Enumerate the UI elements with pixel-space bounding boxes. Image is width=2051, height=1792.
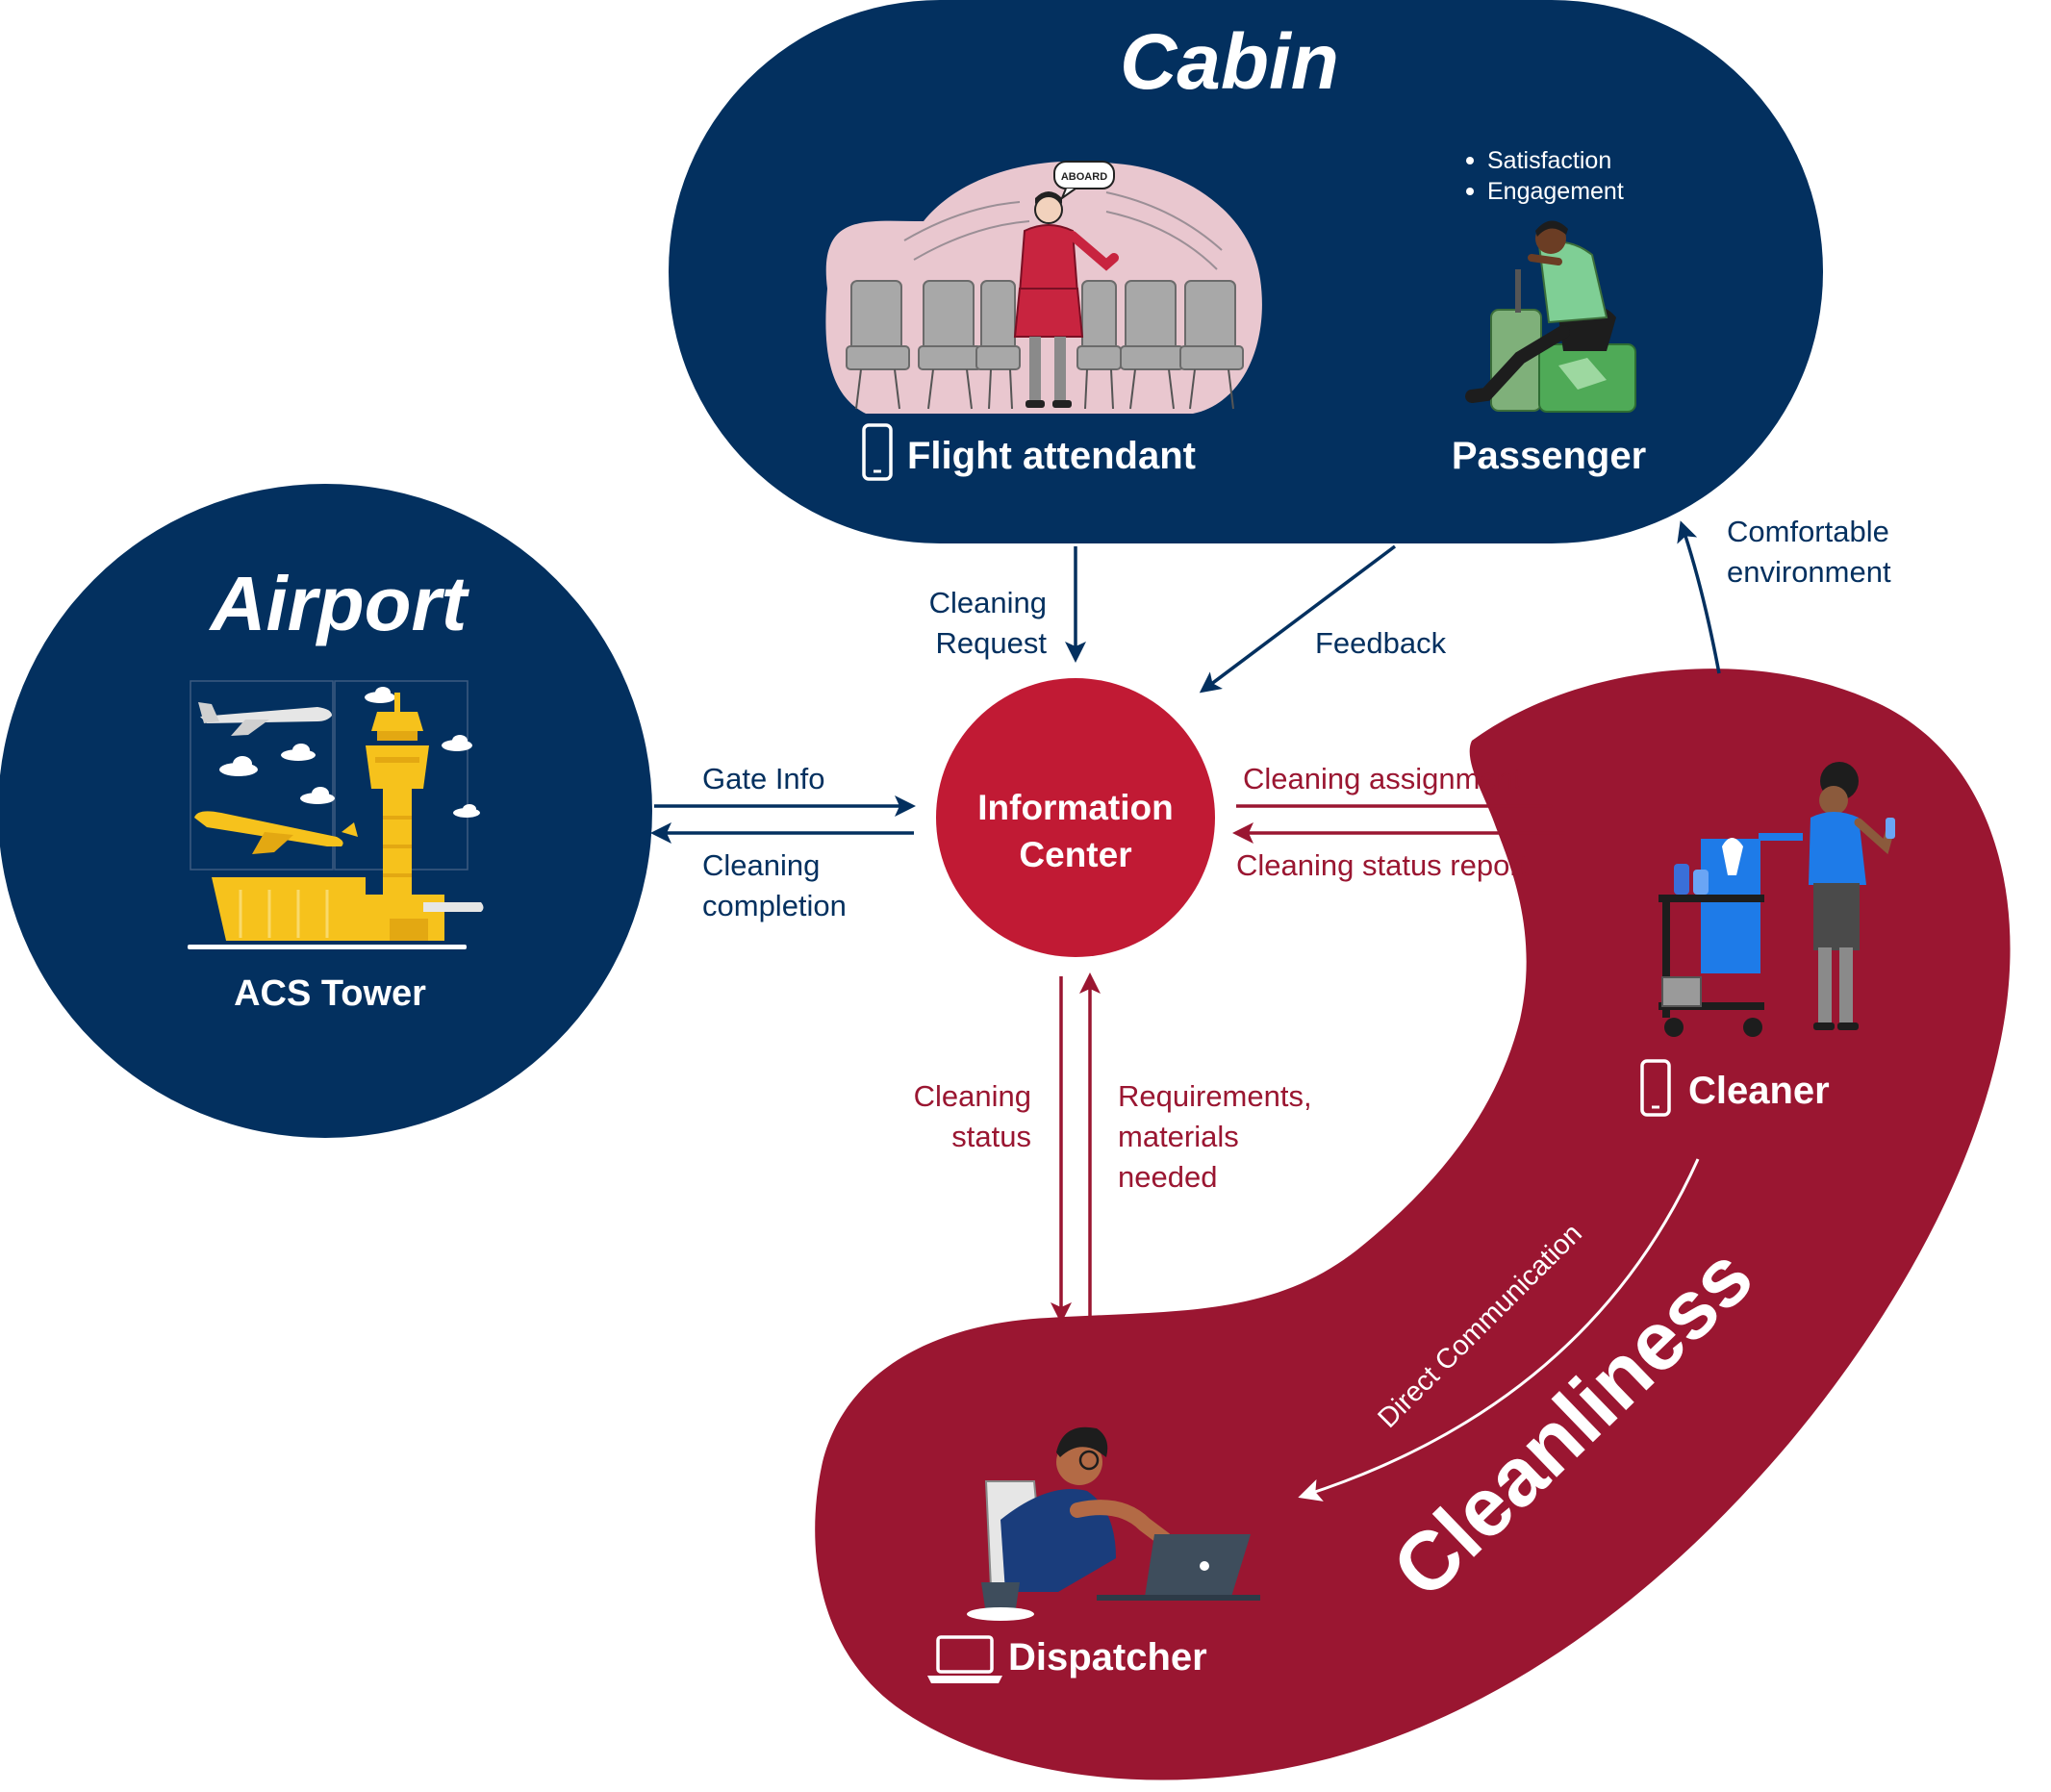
requirements-label-1: Requirements, [1118, 1079, 1312, 1113]
dispatcher-label: Dispatcher [1008, 1636, 1207, 1678]
comfortable-environment-arrow [1677, 520, 1721, 674]
comfortable-environment-label-1: Comfortable [1727, 515, 1889, 548]
bullet-satisfaction: Satisfaction [1487, 147, 1611, 174]
seat-row-right [1076, 280, 1244, 370]
laptop-icon [927, 1635, 1002, 1683]
cleaning-request-label-1: Cleaning [929, 586, 1047, 619]
passenger-label: Passenger [1452, 435, 1646, 477]
airport-region: Airport [0, 484, 652, 1138]
airplane-icon [198, 702, 332, 736]
yellow-airplane-icon [194, 811, 358, 854]
cleaning-status-label-1: Cleaning [914, 1079, 1031, 1113]
information-center-line2: Center [1019, 835, 1131, 874]
cleaning-status-report-label: Cleaning status report [1236, 848, 1529, 882]
cleaning-completion-label-2: completion [702, 889, 847, 922]
information-center: Information Center [936, 678, 1215, 957]
flight-attendant-illustration: ABOARD [825, 161, 1262, 414]
flight-attendant-label: Flight attendant [907, 435, 1196, 477]
requirements-label-2: materials [1118, 1120, 1239, 1153]
aboard-text: ABOARD [1061, 171, 1107, 183]
cleaning-request-label-2: Request [936, 626, 1048, 660]
dispatcher-illustration [967, 1426, 1260, 1621]
bullet-engagement: Engagement [1487, 178, 1624, 205]
seat-row-left [846, 280, 1021, 370]
cleaning-completion-label-1: Cleaning [702, 848, 820, 882]
airport-background [0, 484, 652, 1138]
direct-communication-arrow [1298, 1158, 1700, 1502]
attendant-figure [1013, 191, 1119, 408]
information-center-line1: Information [977, 788, 1173, 827]
acs-tower-label: ACS Tower [234, 973, 426, 1014]
feedback-label: Feedback [1315, 626, 1447, 660]
information-center-circle [936, 678, 1215, 957]
cleanliness-region: Cleanliness [815, 669, 2011, 1780]
cleaner-illustration [1659, 762, 1895, 1037]
cabin-region: Cabin [669, 0, 1823, 543]
requirements-label-3: needed [1118, 1160, 1217, 1194]
terminal-building [188, 877, 484, 949]
cabin-title: Cabin [1120, 18, 1339, 106]
phone-icon [1640, 1059, 1671, 1117]
passenger-illustration [1465, 220, 1636, 413]
control-tower [366, 693, 429, 895]
cleaner-label: Cleaner [1688, 1070, 1830, 1112]
comfortable-environment-label-2: environment [1727, 555, 1891, 589]
gate-info-label: Gate Info [702, 762, 825, 795]
phone-icon [862, 423, 893, 481]
passenger-bullets: Satisfaction Engagement [1466, 147, 1624, 205]
airport-tower-illustration [188, 680, 484, 949]
cleaning-assignment-label: Cleaning assignment [1243, 762, 1522, 795]
feedback-arrow [1199, 544, 1397, 694]
cleaning-status-label-2: status [951, 1120, 1031, 1153]
airport-title: Airport [209, 561, 470, 646]
aboard-speech-bubble: ABOARD [1053, 161, 1115, 201]
